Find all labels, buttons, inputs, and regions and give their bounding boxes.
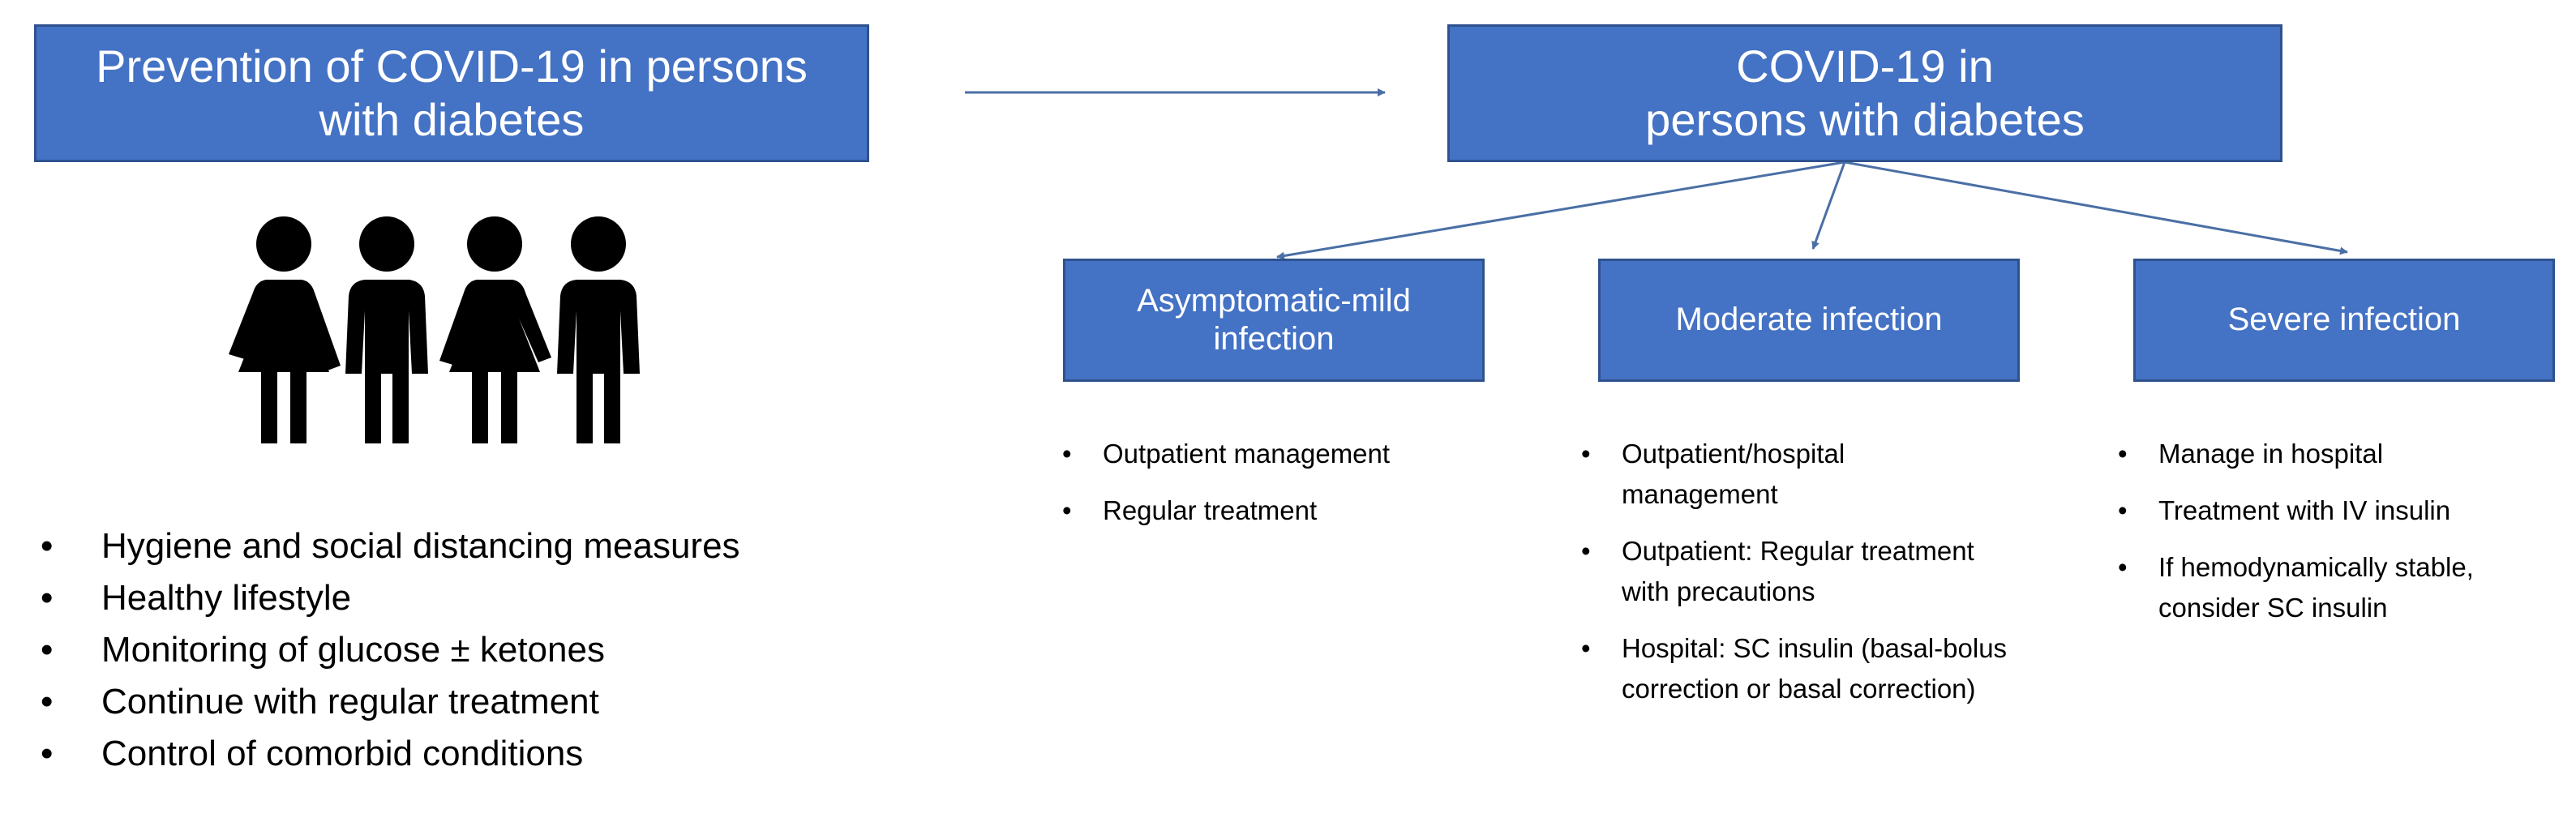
list-item: Healthy lifestyle [41,572,892,624]
list-item: If hemodynamically stable, consider SC i… [2118,547,2576,628]
severe-infection-box: Severe infection [2133,259,2555,382]
list-item: Hygiene and social distancing measures [41,520,892,572]
covid-title: COVID-19 in persons with diabetes [1645,40,2085,147]
list-item: Outpatient/hospital management [1581,434,1970,515]
person-1-icon [229,216,341,443]
mild-title-line-1: Asymptomatic-mild [1137,282,1411,319]
list-item: Continue with regular treatment [41,676,892,728]
covid-title-line-1: COVID-19 in [1736,40,1994,92]
moderate-infection-box: Moderate infection [1598,259,2020,382]
prevention-title-line-2: with diabetes [319,94,585,145]
prevention-title: Prevention of COVID-19 in persons with d… [96,40,808,147]
severe-infection-list: Manage in hospital Treatment with IV ins… [2118,434,2572,644]
prevention-title-line-1: Prevention of COVID-19 in persons [96,40,808,92]
list-item: Treatment with IV insulin [2118,490,2572,531]
person-4-icon [557,216,640,443]
covid-title-line-2: persons with diabetes [1645,94,2085,145]
list-item: Manage in hospital [2118,434,2572,474]
moderate-infection-list: Outpatient/hospital management Outpatien… [1581,434,2035,726]
mild-infection-box: Asymptomatic-mild infection [1063,259,1485,382]
moderate-infection-title: Moderate infection [1675,302,1943,338]
person-2-icon [345,216,428,443]
mild-infection-title: Asymptomatic-mild infection [1137,282,1411,358]
prevention-measures-list: Hygiene and social distancing measures H… [41,520,892,780]
list-item: Monitoring of glucose ± ketones [41,624,892,676]
list-item: Outpatient management [1062,434,1516,474]
severe-infection-title: Severe infection [2227,302,2461,338]
covid-title-box: COVID-19 in persons with diabetes [1447,24,2282,162]
arrow-covid-to-moderate [1811,161,1846,250]
mild-title-line-2: infection [1213,321,1335,357]
person-3-icon [439,216,551,443]
arrow-covid-to-mild [1276,161,1845,260]
list-item: Outpatient: Regular treatment with preca… [1581,531,2027,612]
mild-infection-list: Outpatient management Regular treatment [1062,434,1516,547]
arrow-covid-to-severe [1844,161,2348,255]
prevention-title-box: Prevention of COVID-19 in persons with d… [34,24,869,162]
list-item: Hospital: SC insulin (basal-bolus correc… [1581,628,2019,709]
family-group-icon [229,216,640,443]
list-item: Regular treatment [1062,490,1516,531]
list-item: Control of comorbid conditions [41,728,892,780]
